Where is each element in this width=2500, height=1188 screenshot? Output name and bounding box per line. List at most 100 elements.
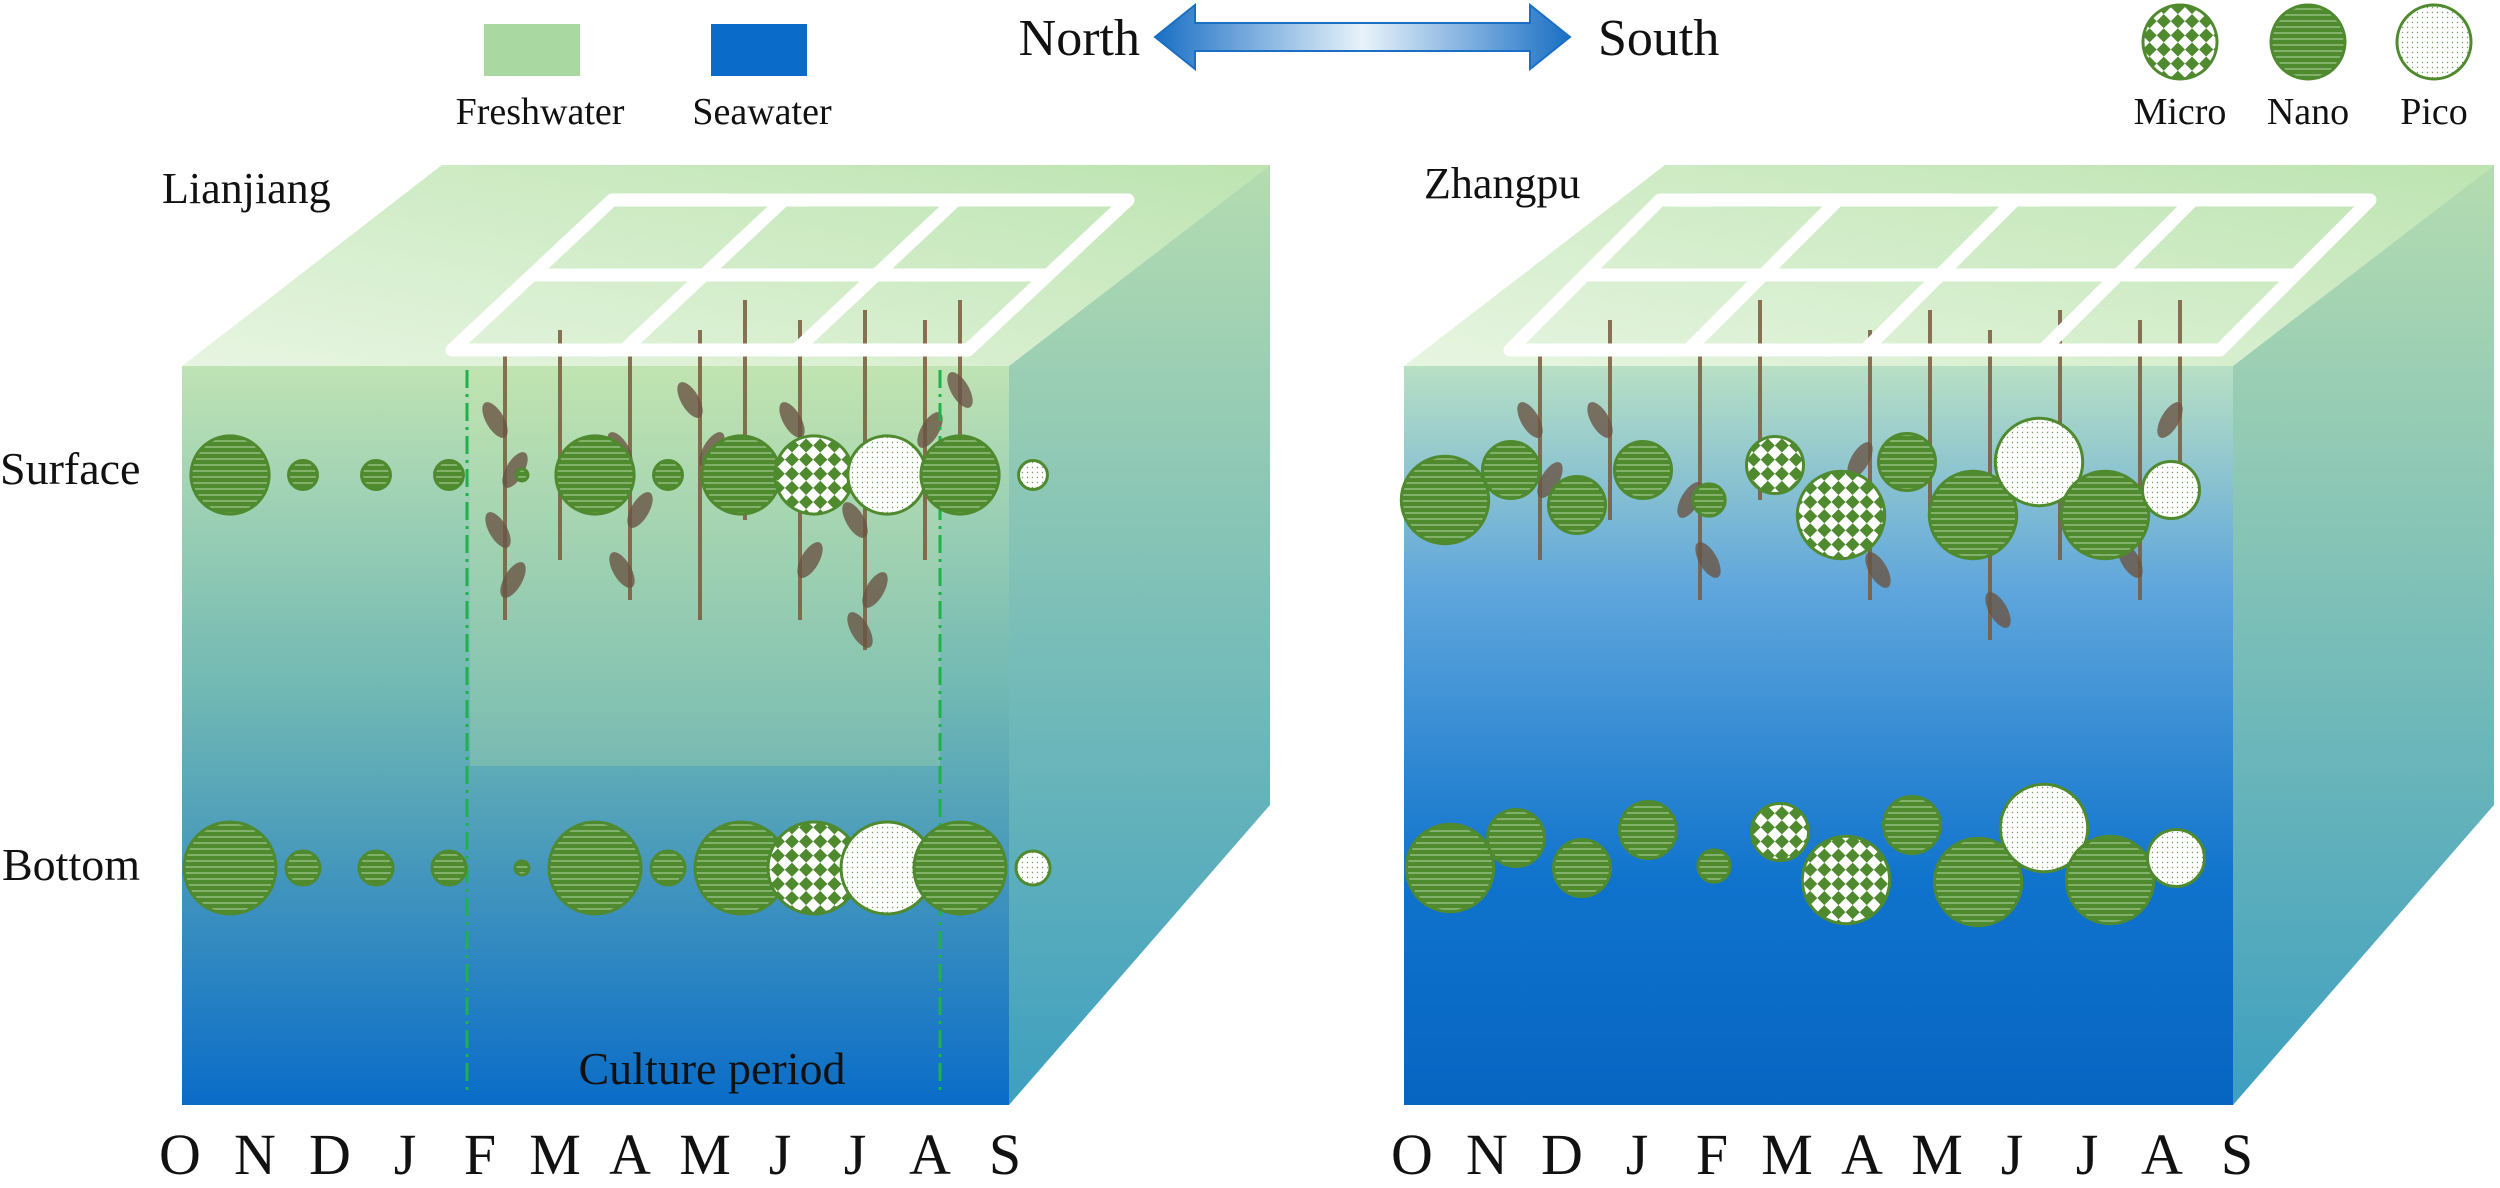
micro-legend-icon [2141,3,2219,81]
nano-community-circle [1877,432,1937,492]
size-class-legend: Micro Nano Pico [2134,3,2473,133]
month-tick-label: D [1541,1122,1583,1187]
surface-depth-label: Surface [0,443,140,494]
culture-tint [470,366,940,766]
nano-community-circle [1481,440,1541,500]
seawater-label: Seawater [692,91,832,133]
nano-community-circle [649,849,687,887]
nano-community-circle [189,434,271,516]
nano-community-circle [1404,822,1496,914]
micro-label: Micro [2134,91,2227,133]
nano-community-circle [357,849,395,887]
month-tick-label: J [394,1122,417,1187]
oyster-shells [482,372,973,648]
freshwater-label: Freshwater [456,91,625,133]
nano-legend-icon [2269,3,2347,81]
nano-community-circle [1399,454,1491,546]
site-name: Lianjiang [162,164,331,213]
zhangpu-surface-circles [1399,416,2201,561]
nano-community-circle [1882,795,1942,855]
month-tick-label: J [2001,1122,2024,1187]
month-tick-label: N [234,1122,276,1187]
north-label: North [1019,10,1140,67]
micro-community-circle [773,434,855,516]
nano-community-circle [433,459,465,491]
month-tick-label: A [909,1122,951,1187]
nano-label: Nano [2267,91,2349,133]
month-tick-label: A [1841,1122,1883,1187]
site-name: Zhangpu [1424,159,1580,208]
box-side-face [2233,165,2494,1105]
month-tick-label: J [1626,1122,1649,1187]
zhangpu-box: Zhangpu [1399,159,2494,1105]
pico-label: Pico [2400,91,2468,133]
nano-community-circle [652,459,684,491]
oyster-raft [445,193,1135,357]
direction-legend: North South [1019,2,1719,72]
nano-community-circle [1486,808,1546,868]
month-tick-label: M [1911,1122,1963,1187]
pico-community-circle [2146,828,2206,888]
nano-community-circle [513,859,531,877]
micro-community-circle [1750,802,1810,862]
month-tick-label: M [1761,1122,1813,1187]
pico-community-circle [846,434,928,516]
nano-community-circle [1613,440,1673,500]
nano-community-circle [554,434,636,516]
month-tick-label: A [2141,1122,2183,1187]
pico-legend-icon [2395,3,2473,81]
nano-community-circle [912,820,1008,916]
nano-community-circle [430,849,468,887]
pico-community-circle [1014,849,1052,887]
oyster-raft [1503,193,2377,357]
nano-community-circle [1552,838,1612,898]
nano-community-circle [284,849,322,887]
pico-community-circle [1993,416,2085,508]
nano-community-circle [547,820,643,916]
nano-community-circle [1618,800,1678,860]
lianjiang-surface-circles [189,434,1049,516]
month-tick-label: O [159,1122,201,1187]
lianjiang-bottom-circles [182,820,1052,916]
micro-community-circle [1800,834,1892,926]
culture-period-markers [465,370,942,1095]
nano-community-circle [360,459,392,491]
nano-community-circle [287,459,319,491]
south-label: South [1598,10,1719,67]
culture-period-label: Culture period [579,1043,846,1094]
freshwater-swatch [484,24,580,76]
month-tick-label: S [2221,1122,2253,1187]
nano-community-circle [1932,836,2024,928]
micro-community-circle [1745,435,1805,495]
nano-community-circle [700,434,782,516]
month-tick-label: F [464,1122,496,1187]
box-side-face [1009,165,1270,1105]
seawater-swatch [711,24,807,76]
lianjiang-box: Lianjiang [162,164,1270,1105]
nano-community-circle [2064,834,2156,926]
month-tick-label: M [679,1122,731,1187]
month-tick-label: J [769,1122,792,1187]
month-tick-label: J [2076,1122,2099,1187]
nano-community-circle [919,434,1001,516]
zhangpu-bottom-circles [1404,782,2206,928]
nano-community-circle [514,467,530,483]
nano-community-circle [1547,475,1607,535]
nano-community-circle [1691,482,1727,518]
month-tick-label: D [309,1122,351,1187]
micro-community-circle [1795,469,1887,561]
bottom-depth-label: Bottom [2,839,140,890]
month-tick-label: M [529,1122,581,1187]
water-legend: Freshwater Seawater [456,24,832,133]
month-tick-label: A [609,1122,651,1187]
month-tick-label: O [1391,1122,1433,1187]
nano-community-circle [2059,469,2151,561]
nano-community-circle [1927,469,2019,561]
month-tick-label: S [989,1122,1021,1187]
pico-community-circle [1998,782,2090,874]
month-tick-label: N [1466,1122,1508,1187]
nano-community-circle [182,820,278,916]
